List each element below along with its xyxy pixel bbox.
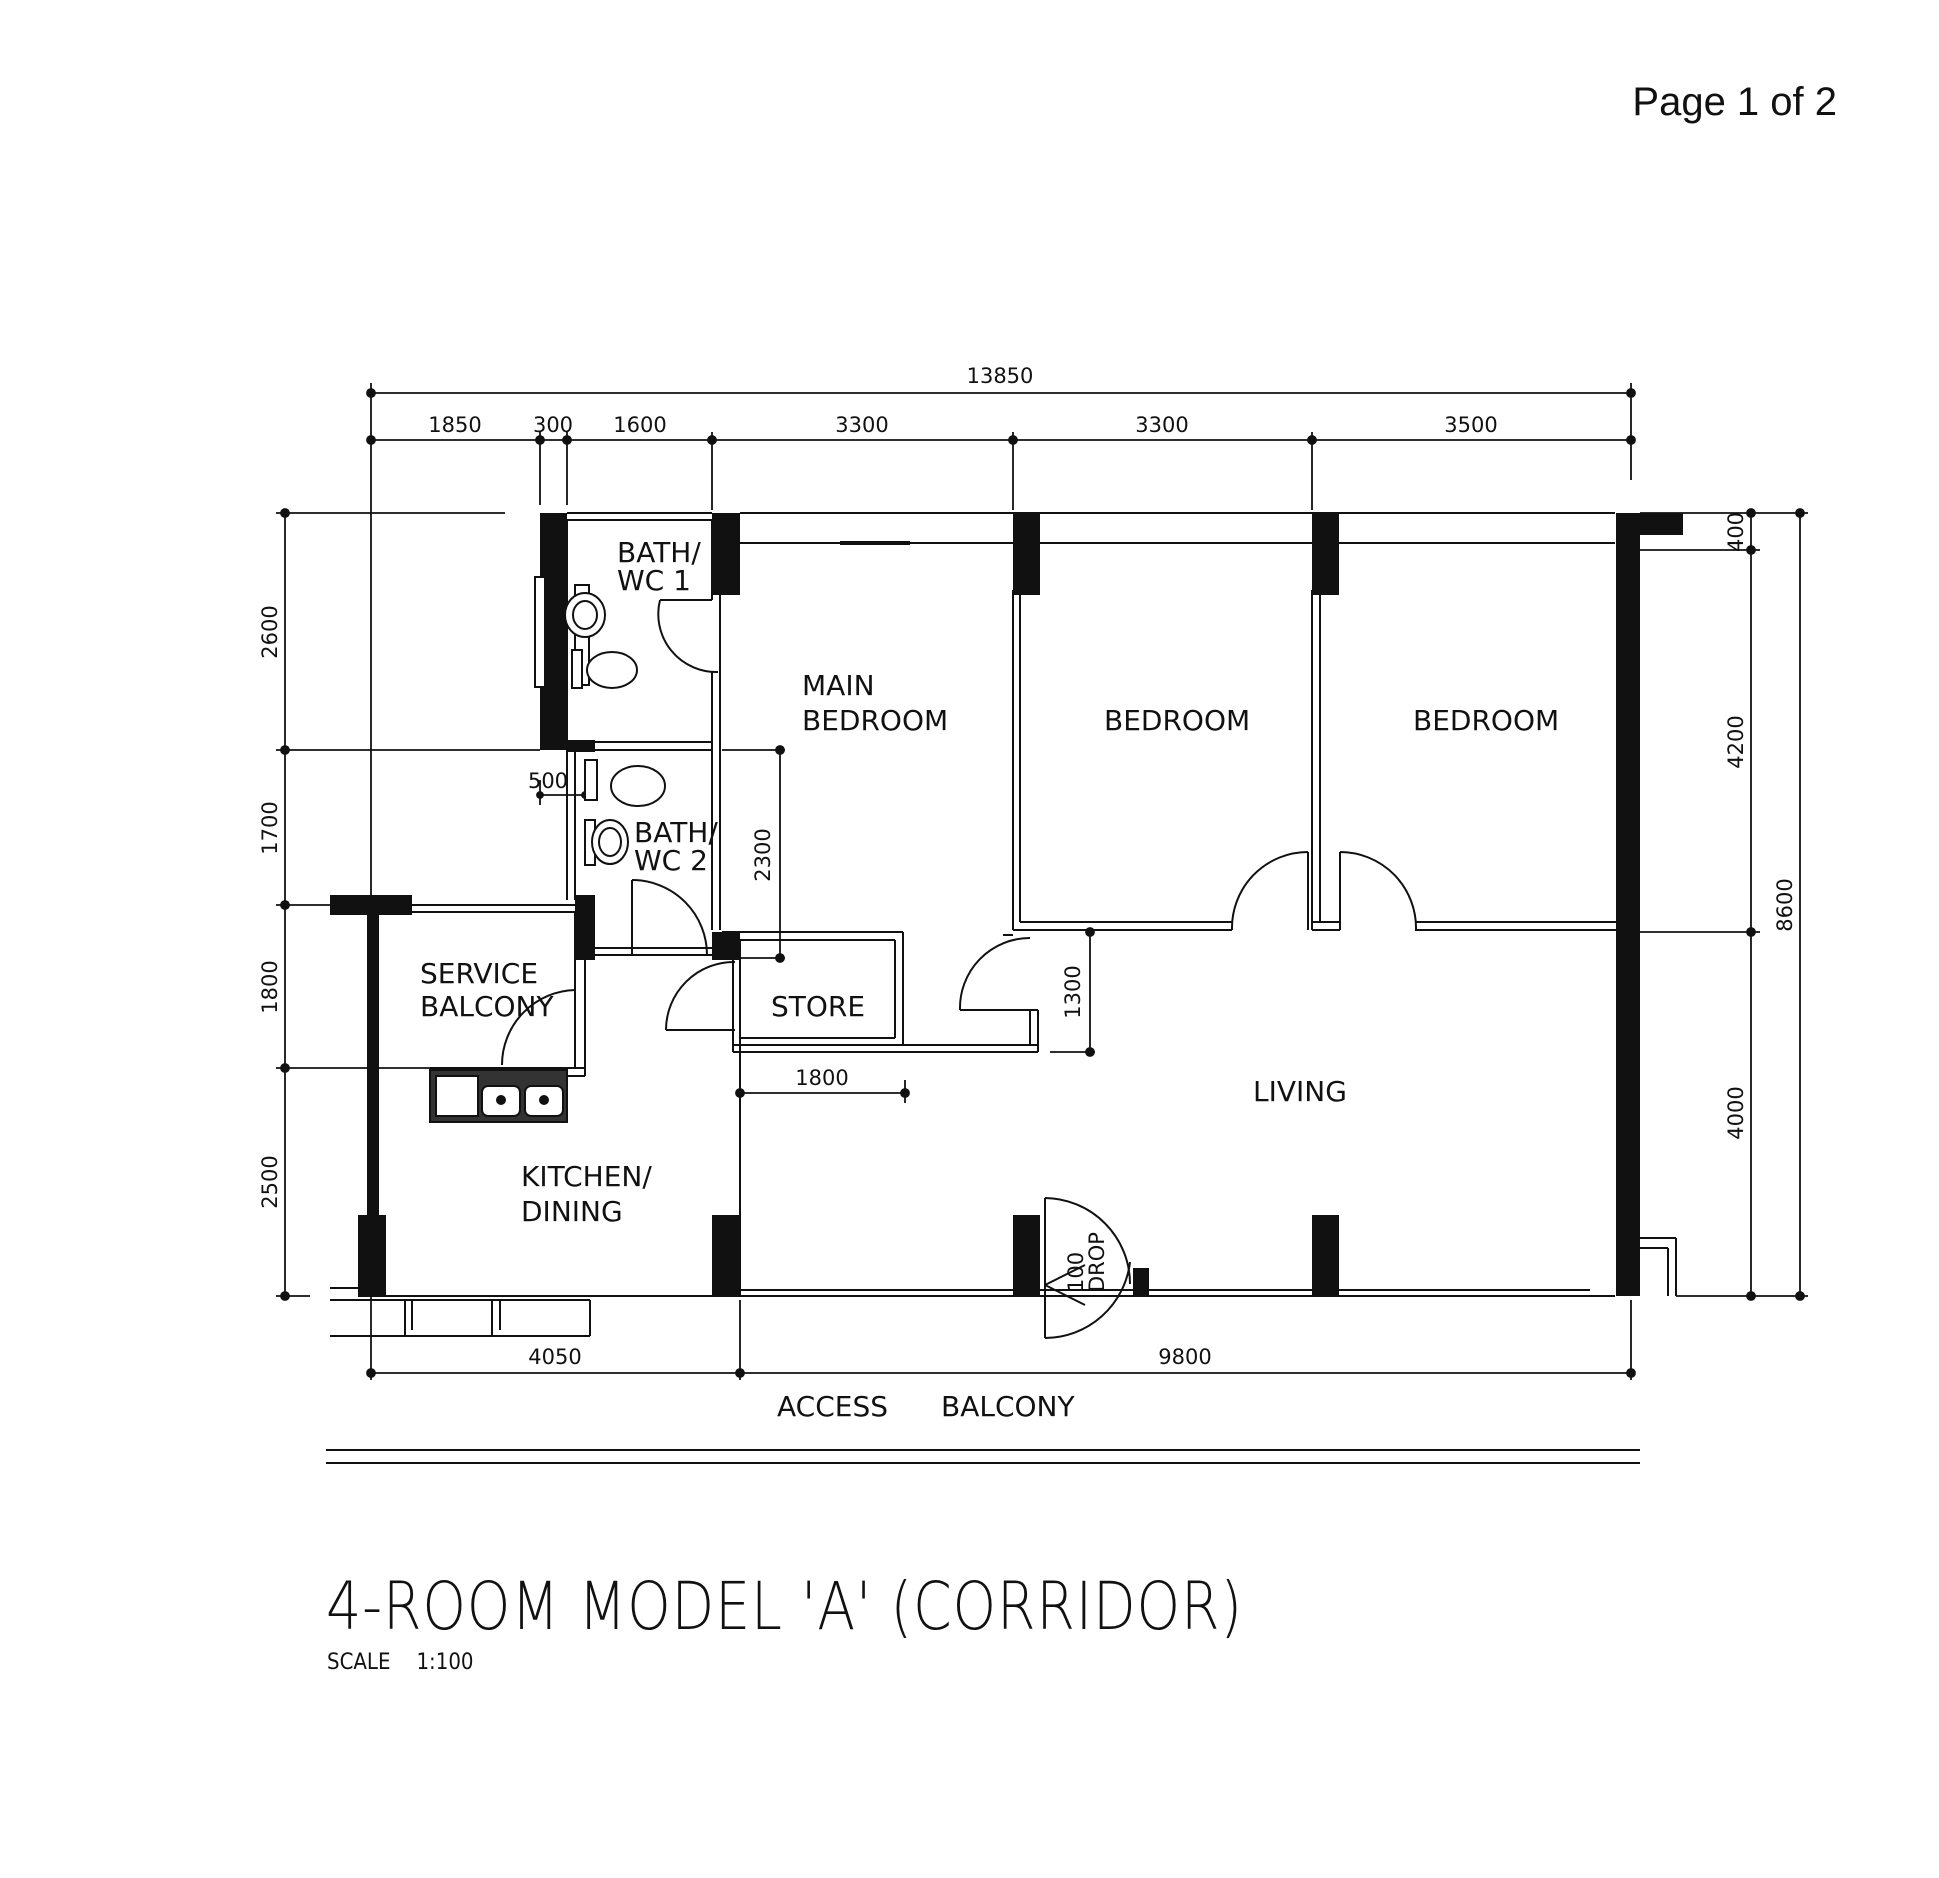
dim-bottom-1: 4050 <box>528 1345 581 1369</box>
dim-store-height: 2300 <box>751 828 775 881</box>
dim-left-1: 2600 <box>258 605 282 658</box>
room-labels: BATH/ WC 1 MAIN BEDROOM BEDROOM BEDROOM … <box>420 536 1559 1423</box>
label-bath-wc-2: BATH/ <box>634 816 718 849</box>
label-bath-wc-1-line2: WC 1 <box>617 564 691 597</box>
label-main-bedroom-line2: BEDROOM <box>802 704 948 737</box>
label-drop: DROP <box>1085 1232 1109 1292</box>
dimension-lines <box>276 383 1808 1380</box>
structural-columns <box>330 513 1683 1297</box>
dim-wc-offset: 500 <box>528 769 568 793</box>
dim-left-3: 1800 <box>258 960 282 1013</box>
dim-left-4: 2500 <box>258 1155 282 1208</box>
dim-right-2: 4200 <box>1724 715 1748 768</box>
dim-overall-width: 13850 <box>967 364 1034 388</box>
dim-right-1: 400 <box>1724 512 1748 552</box>
dim-store-width: 1800 <box>795 1066 848 1090</box>
label-service-balcony-line2: BALCONY <box>420 990 554 1023</box>
dim-top-2: 300 <box>533 413 573 437</box>
scale-note: SCALE 1:100 <box>327 1650 500 1675</box>
label-bath-wc-1: BATH/ <box>617 536 701 569</box>
dim-top-3: 1600 <box>613 413 666 437</box>
dim-left-2: 1700 <box>258 801 282 854</box>
label-bath-wc-2-line2: WC 2 <box>634 844 708 877</box>
dim-top-1: 1850 <box>428 413 481 437</box>
label-store: STORE <box>771 990 865 1023</box>
label-service-balcony: SERVICE <box>420 957 538 990</box>
dim-top-6: 3500 <box>1444 413 1497 437</box>
label-bedroom-1: BEDROOM <box>1104 704 1250 737</box>
scale-value: 1:100 <box>416 1650 474 1675</box>
label-kitchen-dining: KITCHEN/ <box>521 1160 652 1193</box>
plan-title: 4-ROOM MODEL 'A' (CORRIDOR) <box>326 1568 1243 1645</box>
bathroom-fixtures <box>564 584 666 866</box>
door-swings <box>501 599 1418 1339</box>
label-kitchen-dining-line2: DINING <box>521 1195 623 1228</box>
dim-bottom-2: 9800 <box>1158 1345 1211 1369</box>
label-bedroom-2: BEDROOM <box>1413 704 1559 737</box>
dim-top-5: 3300 <box>1135 413 1188 437</box>
dim-living-offset: 1300 <box>1061 965 1085 1018</box>
dim-right-3: 4000 <box>1724 1086 1748 1139</box>
label-living: LIVING <box>1253 1075 1347 1108</box>
dim-top-4: 3300 <box>835 413 888 437</box>
scale-label: SCALE <box>327 1650 391 1675</box>
label-drop-100: 100 <box>1064 1252 1088 1292</box>
label-balcony: BALCONY <box>941 1390 1075 1423</box>
label-access: ACCESS <box>777 1390 888 1423</box>
page-counter: Page 1 of 2 <box>1632 80 1837 124</box>
label-main-bedroom: MAIN <box>802 669 875 702</box>
kitchen-sink <box>429 1069 568 1123</box>
dim-right-overall: 8600 <box>1773 878 1797 931</box>
dimension-labels: 13850 1850 300 1600 3300 3300 3500 2600 … <box>258 364 1797 1369</box>
